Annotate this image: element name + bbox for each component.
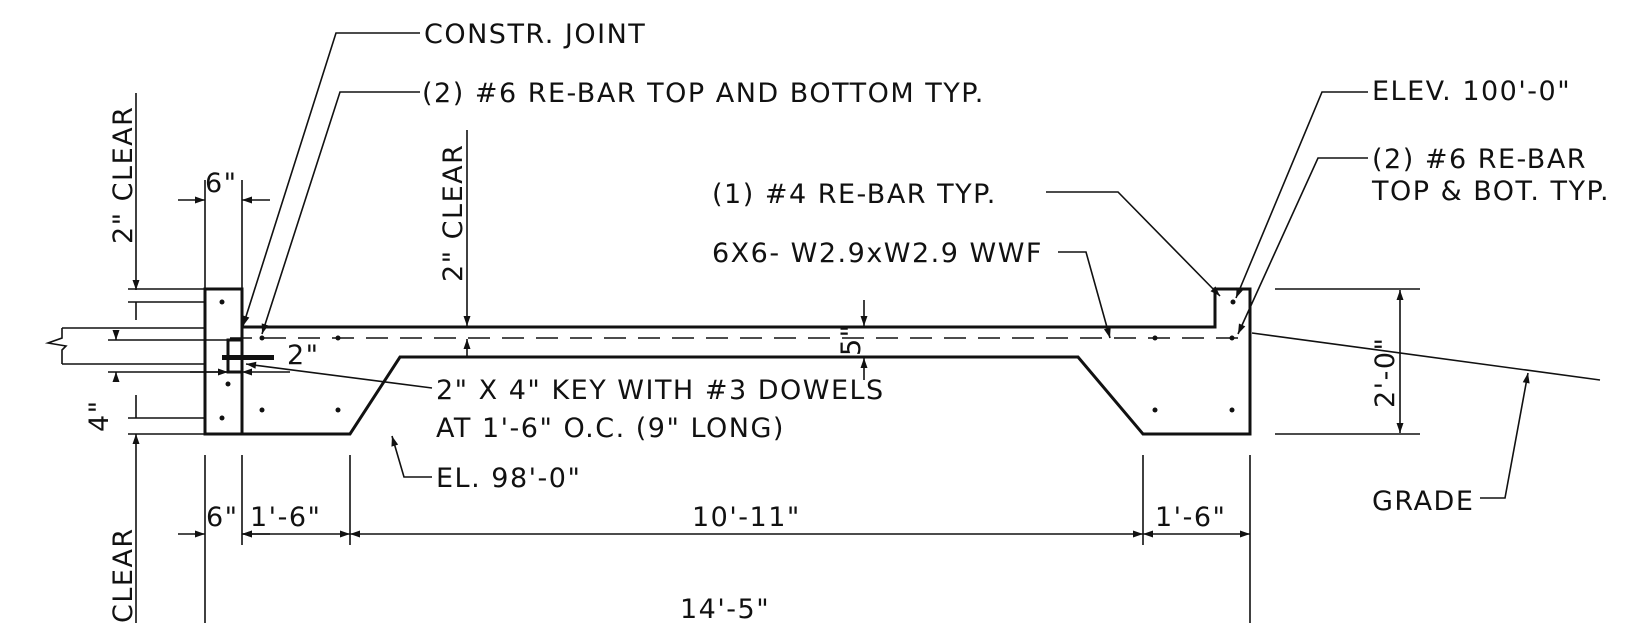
wwf-label: 6X6- W2.9xW2.9 WWF bbox=[712, 238, 1043, 269]
two-inch-dim: 2" bbox=[287, 340, 320, 371]
clear-left-top-dim: 2" CLEAR bbox=[108, 106, 139, 244]
dimension-lines bbox=[108, 93, 1420, 623]
callout-labels: CONSTR. JOINT (2) #6 RE-BAR TOP AND BOTT… bbox=[422, 19, 1610, 517]
constr-joint-label: CONSTR. JOINT bbox=[424, 19, 646, 50]
clear-mid-dim: 2" CLEAR bbox=[438, 144, 469, 282]
el-bottom-label: EL. 98'-0" bbox=[436, 463, 581, 494]
slab-outline bbox=[44, 287, 1252, 436]
one-six-left-dim: 1'-6" bbox=[250, 502, 321, 533]
clear-left-bottom-dim: CLEAR bbox=[108, 527, 139, 623]
rebar-dot bbox=[335, 335, 341, 341]
rebar-dot bbox=[1229, 335, 1235, 341]
break-line bbox=[44, 328, 68, 364]
rebar-dot bbox=[335, 407, 341, 413]
grade-label: GRADE bbox=[1372, 486, 1474, 517]
ten-eleven-dim: 10'-11" bbox=[692, 502, 801, 533]
six-bottom-dim: 6" bbox=[206, 502, 239, 533]
elev-leader bbox=[1235, 91, 1368, 299]
dimension-labels: 2" CLEAR CLEAR 2" CLEAR 6" 2" 4" 5" 2'-0… bbox=[84, 106, 1401, 623]
rebar-right-leader bbox=[1237, 157, 1368, 335]
key-line1-label: 2" X 4" KEY WITH #3 DOWELS bbox=[436, 375, 885, 406]
rebar-dot bbox=[259, 407, 265, 413]
rebar-dot bbox=[219, 299, 225, 305]
grade-leader bbox=[1480, 372, 1530, 499]
rebar-dot bbox=[1230, 299, 1236, 305]
five-inch-dim: 5" bbox=[836, 323, 867, 356]
el-bottom-leader bbox=[391, 435, 432, 478]
rebar-4-label: (1) #4 RE-BAR TYP. bbox=[712, 179, 997, 210]
rebar-dot bbox=[1152, 407, 1158, 413]
four-inch-dim: 4" bbox=[84, 399, 115, 432]
six-top-dim: 6" bbox=[205, 168, 238, 199]
one-six-right-dim: 1'-6" bbox=[1155, 502, 1226, 533]
rebar-right-line2-label: TOP & BOT. TYP. bbox=[1371, 176, 1610, 207]
rebar-top-bottom-label: (2) #6 RE-BAR TOP AND BOTTOM TYP. bbox=[422, 78, 985, 109]
elev-top-label: ELEV. 100'-0" bbox=[1372, 76, 1571, 107]
dowel-bar bbox=[222, 355, 274, 360]
rebar-dots bbox=[219, 299, 1236, 421]
rebar-dot bbox=[259, 335, 265, 341]
key-line2-label: AT 1'-6" O.C. (9" LONG) bbox=[436, 413, 785, 444]
rebar-dot bbox=[1229, 407, 1235, 413]
two-ft-dim: 2'-0" bbox=[1370, 337, 1401, 408]
rebar-4-leader bbox=[1046, 191, 1221, 297]
key-leader bbox=[245, 361, 433, 389]
rebar-right-line1-label: (2) #6 RE-BAR bbox=[1372, 144, 1587, 175]
rebar-dot bbox=[1152, 335, 1158, 341]
rebar-dot bbox=[225, 381, 231, 387]
leader-lines bbox=[242, 32, 1530, 499]
rebar-top-bottom-leader bbox=[261, 91, 420, 335]
fourteen-five-dim: 14'-5" bbox=[680, 594, 770, 623]
wwf-leader bbox=[1058, 251, 1111, 339]
constr-joint-leader bbox=[242, 32, 420, 327]
rebar-dot bbox=[219, 415, 225, 421]
grade-line bbox=[1251, 332, 1601, 381]
left-edge-block bbox=[203, 287, 244, 436]
